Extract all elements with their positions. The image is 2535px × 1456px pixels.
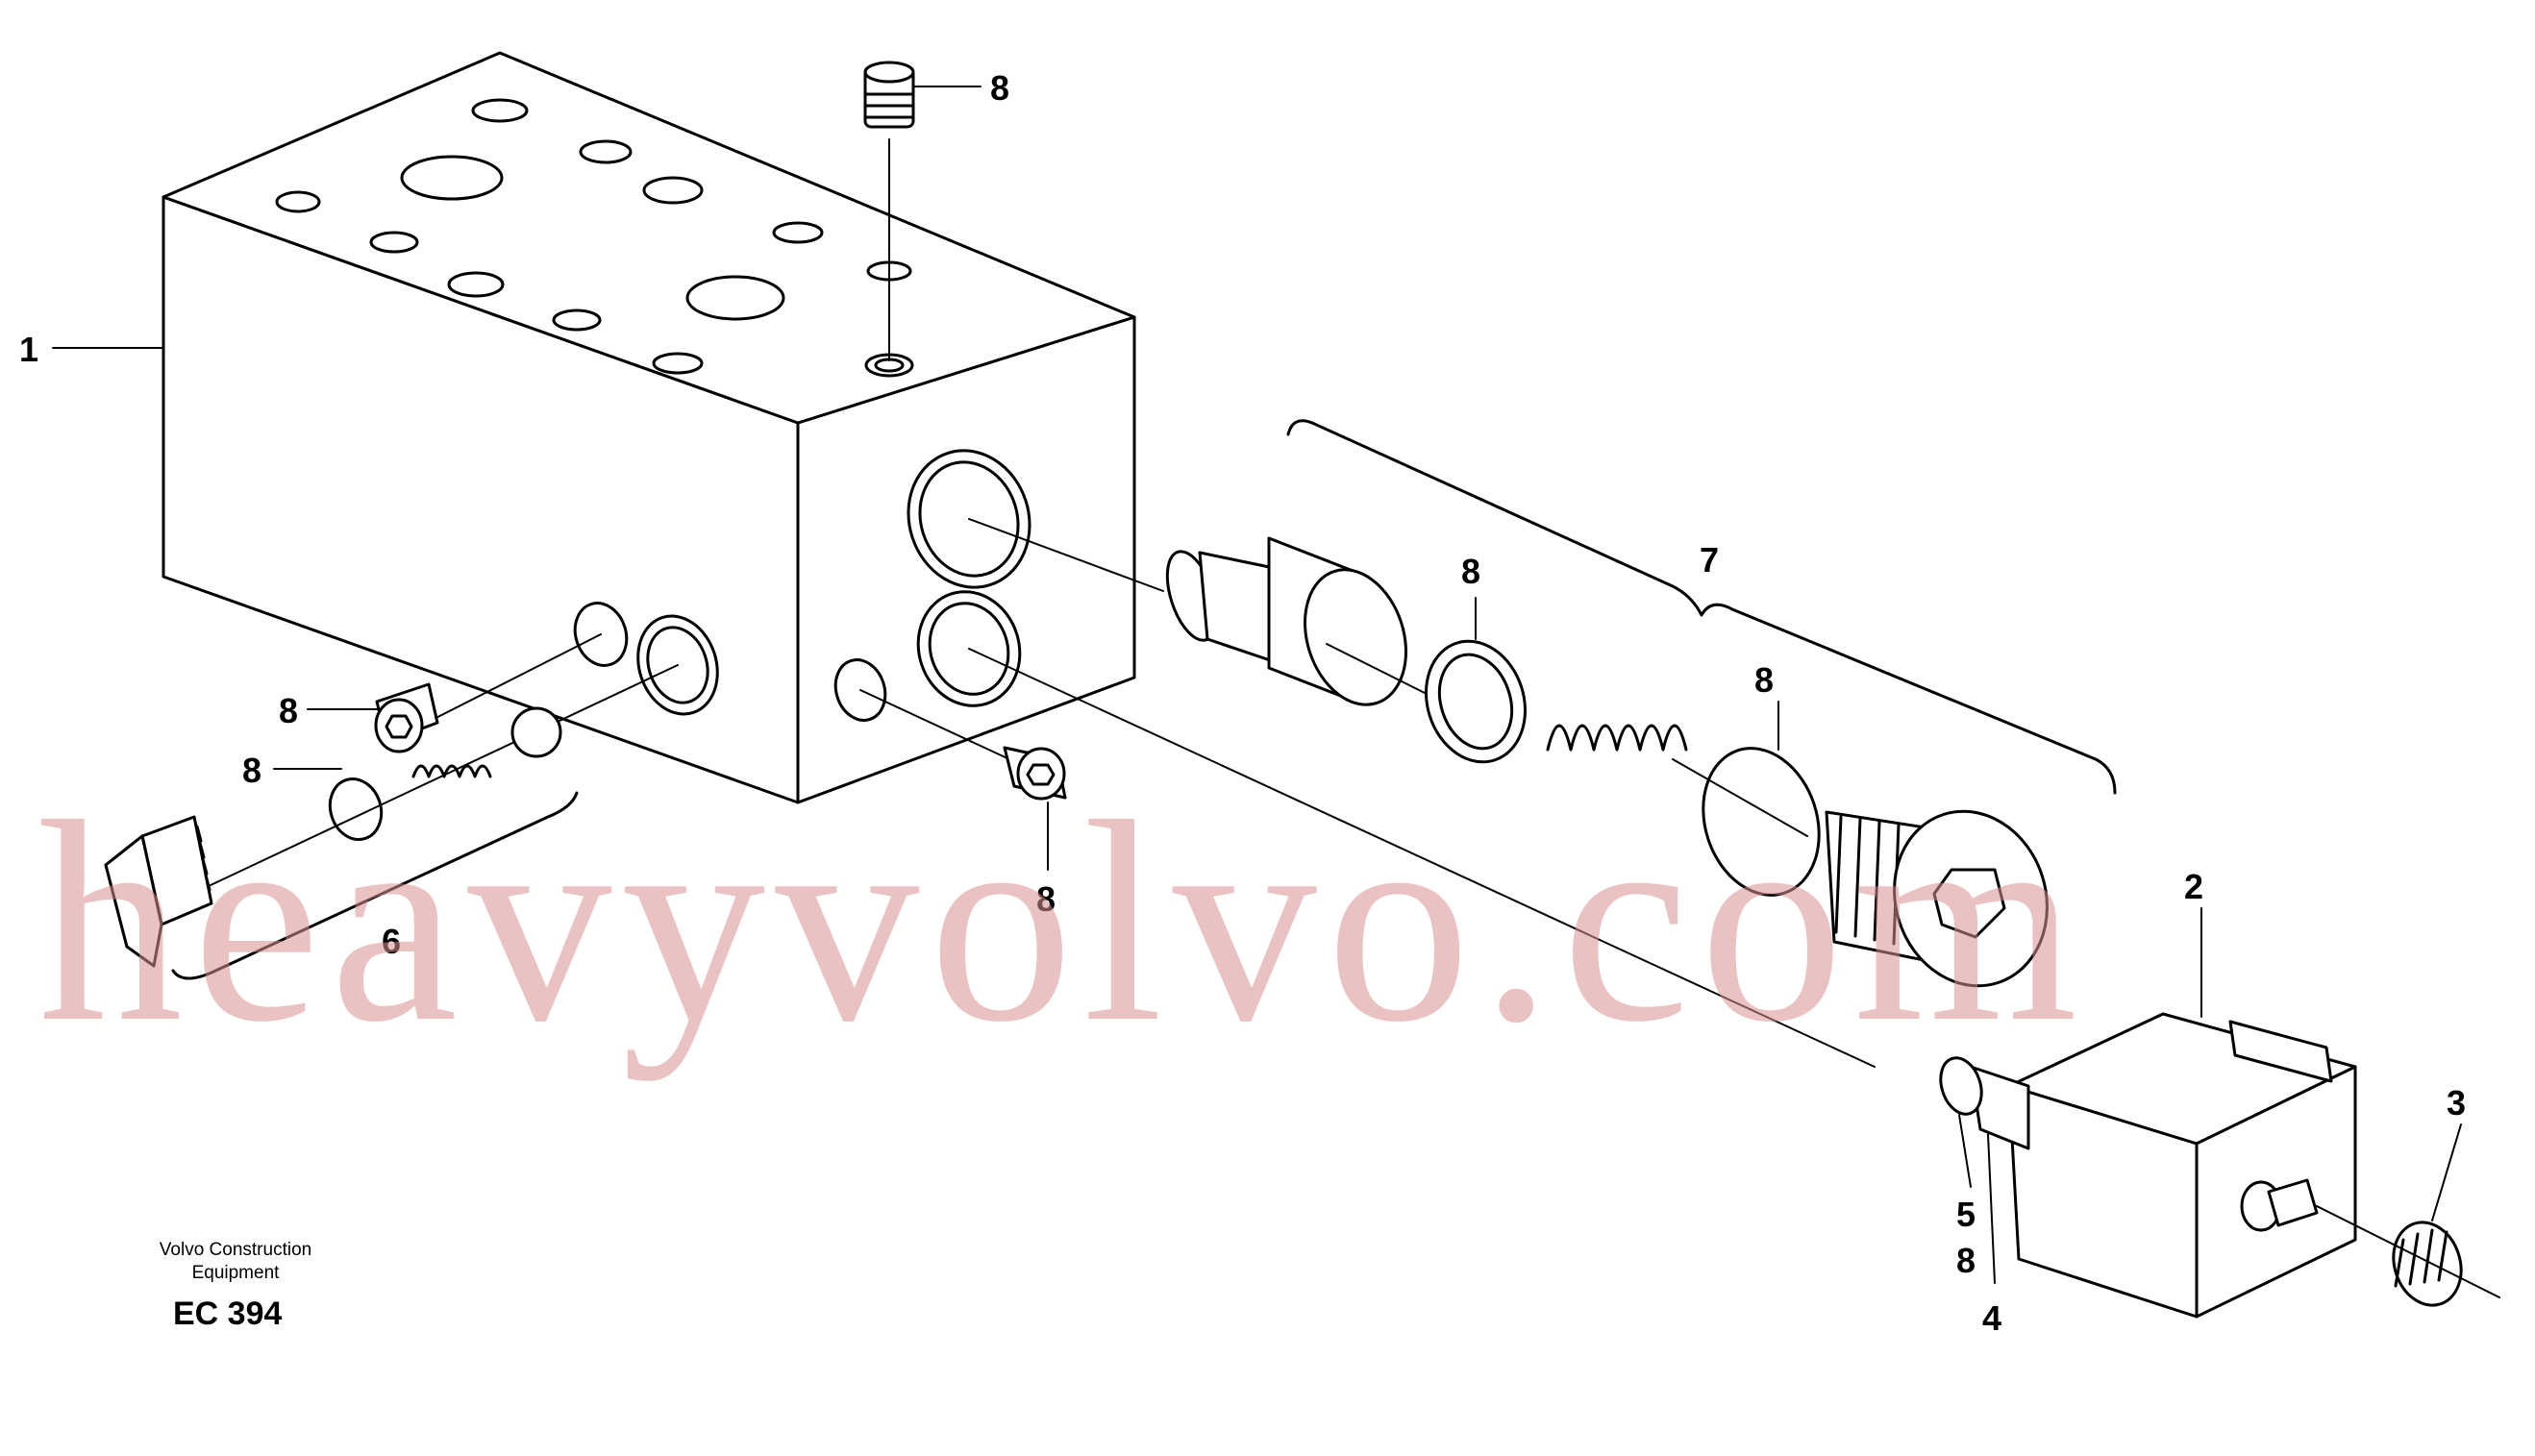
spring-small bbox=[411, 764, 492, 778]
assembly-line bbox=[859, 689, 1010, 760]
callout-8-seal: 8 bbox=[1461, 552, 1480, 591]
assembly-line bbox=[968, 648, 1876, 1068]
o-ring-large bbox=[1702, 747, 1821, 897]
solenoid-connector bbox=[2228, 1020, 2333, 1083]
callout-4: 4 bbox=[1982, 1298, 2001, 1338]
spool-neck bbox=[1198, 551, 1280, 665]
callout-leaders bbox=[52, 347, 2462, 1284]
callout-8-oring: 8 bbox=[1754, 660, 1774, 700]
o-ring-small bbox=[328, 777, 384, 841]
hex-socket-icon bbox=[1932, 868, 2006, 939]
bracket-7 bbox=[1286, 419, 2117, 795]
leader-3 bbox=[2431, 1123, 2462, 1222]
valve-block bbox=[162, 51, 1136, 804]
caption-line-2: Equipment bbox=[192, 1263, 281, 1283]
callout-5: 5 bbox=[1956, 1195, 1976, 1234]
top-port bbox=[772, 221, 824, 244]
cap-plug-thread bbox=[1834, 815, 1901, 946]
callout-8-bottom: 8 bbox=[1956, 1241, 1976, 1280]
leader-5 bbox=[1958, 1114, 1972, 1188]
hex-socket-icon bbox=[1026, 763, 1056, 786]
top-port bbox=[400, 155, 504, 201]
callout-8-top: 8 bbox=[990, 68, 1009, 108]
watermark: heavyvolvo.com bbox=[38, 762, 2087, 1082]
callout-1: 1 bbox=[19, 330, 38, 369]
cap-plug-face bbox=[1893, 809, 2049, 988]
callout-7: 7 bbox=[1700, 540, 1719, 580]
top-plug-thread bbox=[863, 92, 915, 119]
small-plug-right bbox=[859, 689, 1067, 871]
top-port bbox=[685, 275, 785, 321]
seal-ring-inner bbox=[1437, 653, 1514, 751]
diagram-code: EC 394 bbox=[173, 1296, 282, 1332]
assembly-line bbox=[968, 518, 1164, 592]
callout-8-left: 8 bbox=[279, 691, 298, 730]
callout-2: 2 bbox=[2184, 867, 2203, 906]
top-port bbox=[275, 190, 321, 213]
knurled-nut-grip bbox=[2394, 1228, 2448, 1288]
large-plug-thread bbox=[195, 825, 211, 892]
small-plug-8-head bbox=[374, 698, 424, 753]
hex-socket-icon bbox=[385, 714, 413, 739]
callout-labels: 1 8 8 7 8 8 8 6 8 2 3 5 8 4 bbox=[19, 68, 2466, 1338]
leader-4 bbox=[1987, 1133, 1996, 1284]
top-port bbox=[369, 231, 419, 254]
assembly-line bbox=[191, 664, 679, 895]
assembly-line bbox=[1326, 643, 1443, 703]
top-plug bbox=[863, 61, 982, 361]
bracket-6 bbox=[171, 791, 579, 980]
top-port bbox=[579, 139, 633, 164]
top-port bbox=[471, 98, 529, 123]
assembly-line bbox=[2316, 1205, 2500, 1298]
o-ring-5 bbox=[1939, 1056, 1983, 1116]
callout-8-right: 8 bbox=[1036, 879, 1056, 919]
solenoid-pin bbox=[2267, 1178, 2319, 1227]
top-plug-head bbox=[863, 61, 915, 84]
plug-assembly-left bbox=[104, 633, 679, 980]
valve-block-top-face bbox=[162, 51, 1136, 425]
large-plug-hex-front bbox=[104, 834, 163, 968]
top-port bbox=[652, 352, 704, 375]
callout-8-left-ring: 8 bbox=[242, 751, 261, 790]
callout-3: 3 bbox=[2447, 1083, 2466, 1123]
small-plug-head bbox=[1016, 747, 1066, 801]
callout-6: 6 bbox=[382, 922, 401, 961]
top-port bbox=[642, 176, 704, 205]
caption-line-1: Volvo Construction bbox=[160, 1240, 311, 1260]
solenoid-assembly bbox=[1939, 1012, 2500, 1319]
assembly-line bbox=[1672, 758, 1808, 837]
ball bbox=[510, 706, 562, 758]
top-port bbox=[447, 271, 505, 298]
spring-large bbox=[1546, 724, 1688, 752]
top-port bbox=[552, 308, 602, 332]
caption: Volvo Construction Equipment EC 394 bbox=[160, 1240, 311, 1332]
cartridge-valve-assembly bbox=[968, 419, 2117, 1068]
